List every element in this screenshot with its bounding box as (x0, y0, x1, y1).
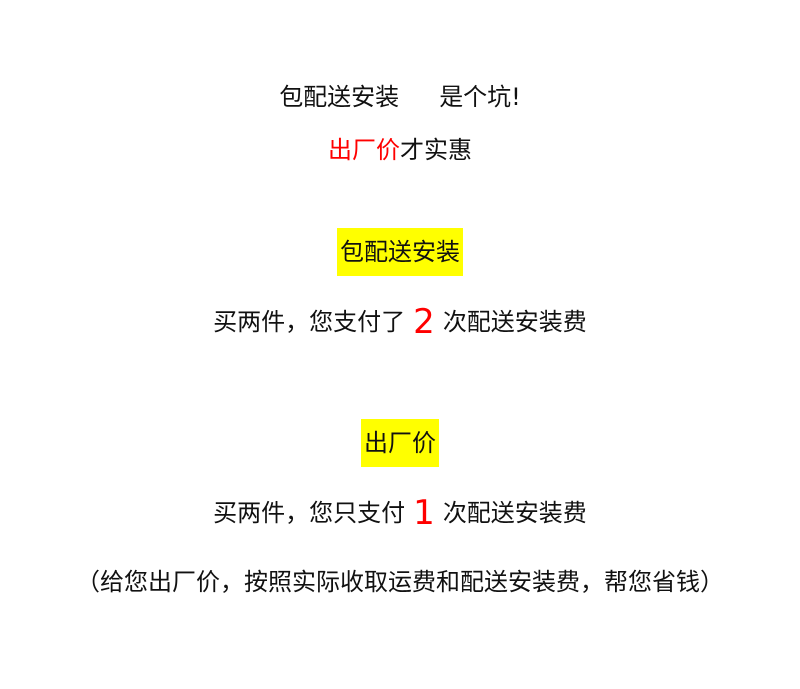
delivery-text-after: 次配送安装费 (442, 308, 587, 336)
intro-worthwhile-text: 才实惠 (400, 136, 472, 164)
factory-text-after: 次配送安装费 (442, 499, 587, 527)
footnote: （给您出厂价，按照实际收取运费和配送安装费，帮您省钱） (76, 568, 724, 596)
delivery-badge: 包配送安装 (337, 228, 463, 276)
intro-pitfall-text: 是个坑! (439, 83, 521, 111)
factory-text-before: 买两件，您只支付 (213, 499, 406, 527)
intro-delivery-text: 包配送安装 (279, 83, 400, 111)
delivery-badge-row: 包配送安装 (0, 228, 800, 276)
intro-factory-price-text: 出厂价 (328, 136, 400, 164)
delivery-count-number: 2 (413, 302, 435, 342)
delivery-text-before: 买两件，您支付了 (213, 308, 406, 336)
factory-count-number: 1 (413, 493, 435, 533)
intro-line-2: 出厂价才实惠 (0, 133, 800, 167)
factory-badge-row: 出厂价 (0, 419, 800, 467)
factory-price-badge: 出厂价 (361, 419, 439, 467)
intro-line-1: 包配送安装 是个坑! (0, 80, 800, 114)
